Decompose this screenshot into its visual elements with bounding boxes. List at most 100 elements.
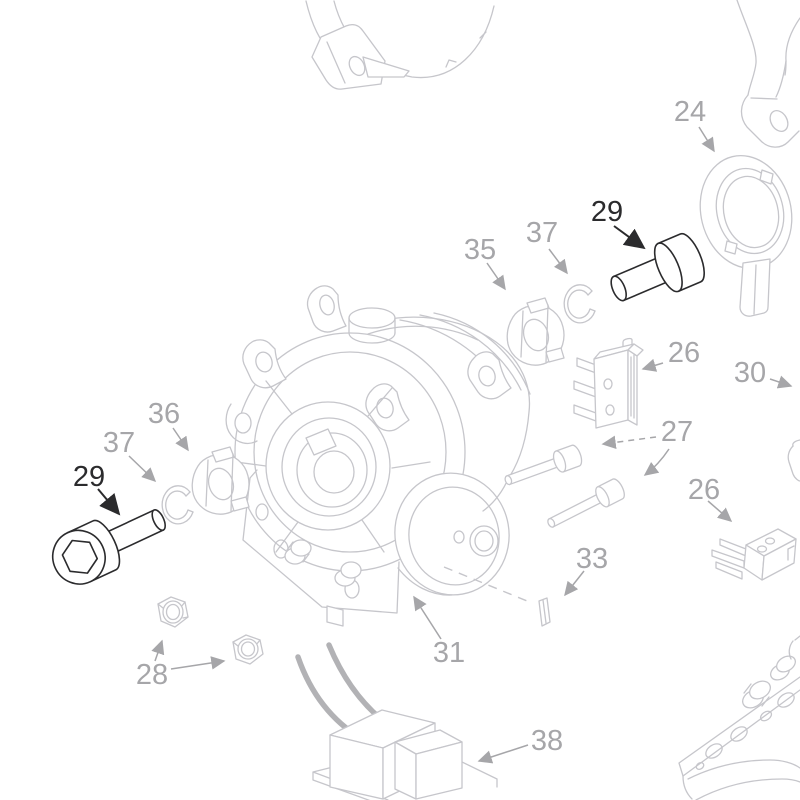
leader-27-dashed [601,435,657,450]
plate-hole [730,726,748,742]
plate-tab [326,605,344,627]
motor-foot [311,24,410,90]
hex-nut-upper [157,596,189,628]
cap-screw-left [51,509,166,585]
shaft-key [538,597,551,627]
leader-37-top [548,248,568,275]
ring-notch [724,240,738,255]
cam-piece [742,680,771,709]
cam-piece [770,655,796,681]
plate-hole [777,692,795,708]
callout-31: 31 [433,637,465,669]
casing-notch [445,59,457,68]
callout-30: 30 [734,357,766,389]
central-bore [265,401,391,531]
front-mounting-plate [242,469,400,627]
edge-fragment [788,635,800,660]
plate-hole [705,743,723,759]
callout-28: 28 [136,659,168,691]
long-screw-upper [504,444,583,486]
callout-26-top: 26 [668,337,700,369]
switch-hole [756,545,768,553]
leader-28-up [151,639,165,662]
cap-screw-top [610,232,705,302]
edge-cylinder-fragment [787,439,800,482]
oil-plug-boss [348,307,396,344]
flange-inner-ring [253,351,447,553]
switch-terminal [573,380,597,398]
leader-31 [413,595,442,640]
flange-ear-top [306,285,347,333]
housing-rib-line [419,314,522,391]
bracket-hole [769,110,789,132]
corner-assembly [678,635,800,800]
leader-27-solid [643,448,670,476]
motor-body-fragment [305,0,495,90]
switch-terminal [573,404,597,422]
leader-29-top [613,225,646,250]
callout-26-bottom: 26 [688,474,720,506]
coupling-tab [526,297,550,314]
coupling-half-36 [191,446,250,515]
bracket-fragment [736,0,800,148]
switch-actuator [630,354,635,419]
plate-hole [695,761,705,771]
cam-piece [334,561,362,587]
retaining-ring-left [161,485,194,525]
callout-24: 24 [674,96,706,128]
output-bore [469,525,499,557]
switch-terminal [576,357,597,374]
plate-hole [255,503,269,521]
leader-26-bottom [707,500,733,522]
coupling-half-35 [506,297,565,366]
callout-37-top: 37 [526,217,558,249]
switch-terminal [715,561,743,580]
callout-27: 27 [661,416,693,448]
leader-30 [769,375,793,389]
cam-piece [284,539,312,565]
leader-24 [698,126,715,153]
switch-hole [603,378,613,390]
callout-35: 35 [464,234,496,266]
small-hole [453,530,465,544]
long-screw-lower [547,478,625,528]
leader-28-right [170,656,226,670]
ring-flange-24 [699,154,793,317]
callout-37-left: 37 [103,427,135,459]
flange-ear-left [225,403,258,445]
leader-33 [564,570,585,597]
foot-hole [348,55,366,77]
callout-38: 38 [531,725,563,757]
ear-hole [319,294,335,316]
ring-notch [759,169,774,185]
callout-36: 36 [148,398,180,430]
switch-hole [605,404,615,416]
leader-36 [172,427,189,452]
microswitch-top [573,337,644,429]
casing-notch [479,31,487,39]
plate-hole [759,710,773,722]
transformer-coil-right [394,729,463,800]
ear-hole [255,351,273,373]
callout-29-left: 29 [73,461,105,493]
hex-nut-lower [232,634,264,665]
callout-33: 33 [576,543,608,575]
leader-37-left [128,455,157,483]
retaining-ring-top [563,284,596,324]
ear-hole [478,365,496,387]
ear-hole [234,412,252,434]
leader-29-left [97,488,121,516]
coupling-tab [211,446,235,463]
output-housing [394,472,510,596]
leader-38 [477,744,529,764]
hex-socket [61,539,99,574]
leader-35 [486,262,506,291]
callout-29-top: 29 [591,196,623,228]
coupling-tab [545,347,565,363]
housing-ear-right [467,351,512,400]
transformer [295,642,498,800]
gearbox-housing [225,285,531,627]
leader-26-top [641,358,664,372]
